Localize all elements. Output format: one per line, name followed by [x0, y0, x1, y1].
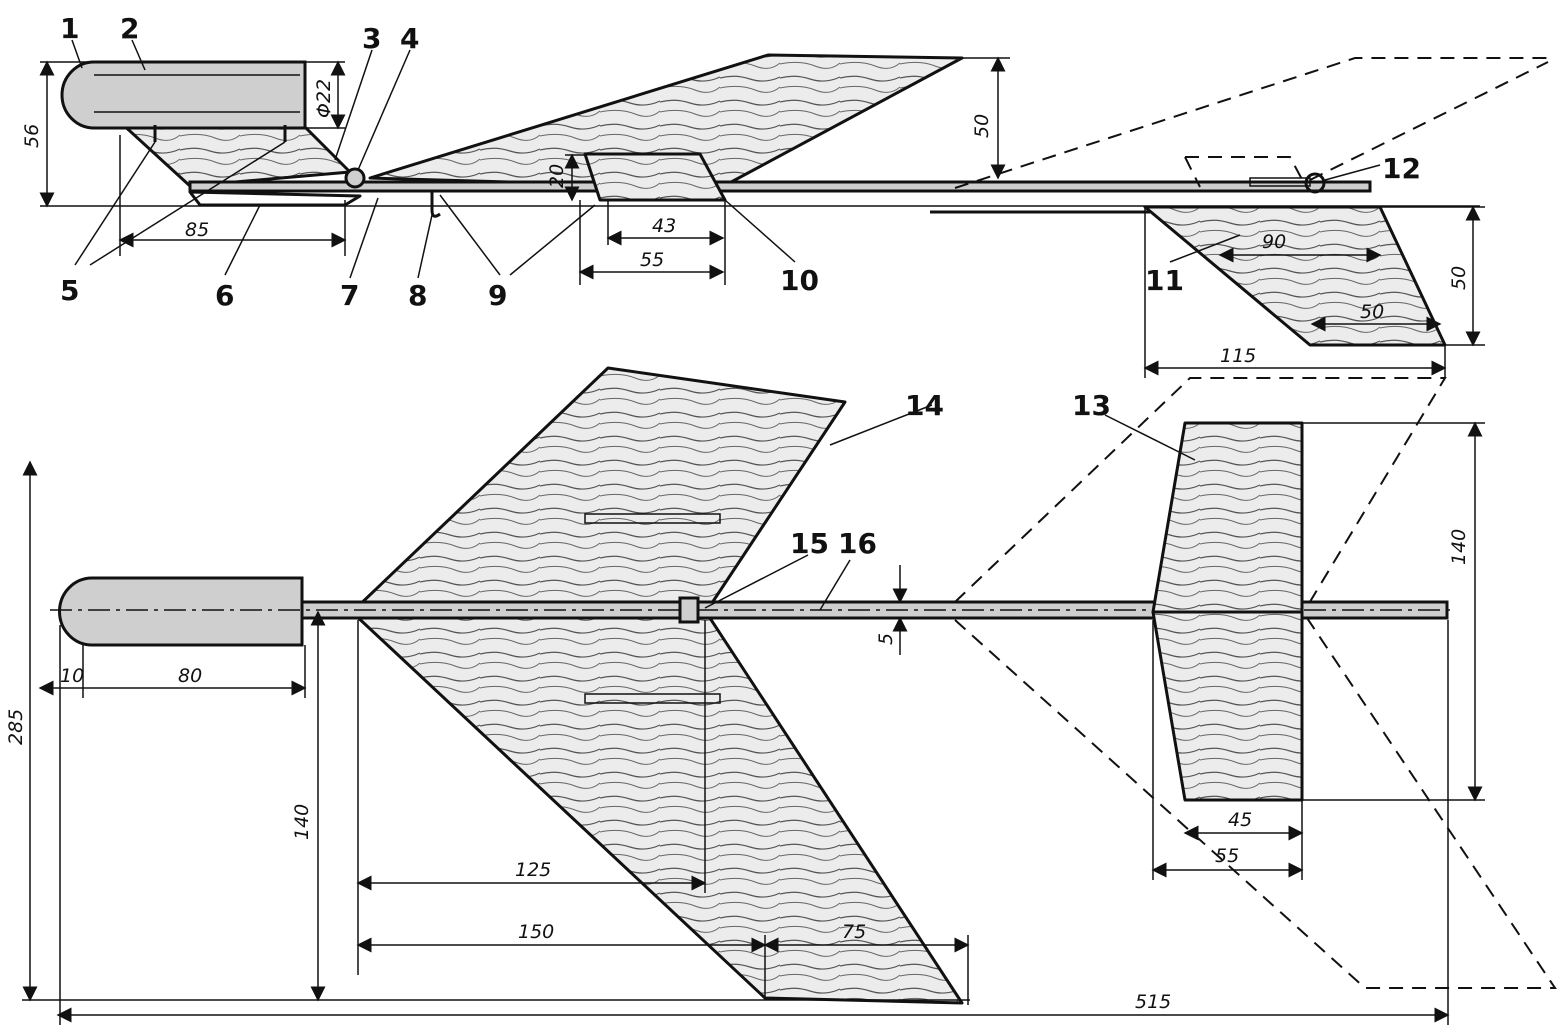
side-end-ring: [1304, 172, 1326, 194]
dimension-values: 56 Φ22 85 50 20 43 55 90 50 50 115 10 80…: [5, 79, 1470, 1013]
top-tailplane-lower: [1151, 610, 1304, 802]
dim-nose-length: 10: [60, 665, 84, 687]
dim-tail-tip-chord: 45: [1228, 809, 1252, 831]
part-label: 4: [400, 22, 419, 55]
dim-ventral-tip: 50: [1360, 301, 1384, 323]
part-label: 16: [838, 527, 877, 560]
dim-total-span: 285: [5, 709, 27, 745]
part-label: 15: [790, 527, 829, 560]
side-boom: [188, 180, 1372, 193]
part-label: 12: [1382, 152, 1421, 185]
top-dimension-lines: [22, 421, 1485, 1025]
dim-wing-chord-inner: 125: [515, 859, 551, 881]
part-label: 1: [60, 12, 79, 45]
dim-wing-half-span: 140: [291, 804, 313, 840]
top-view: [50, 366, 1557, 1005]
dim-total-length: 515: [1135, 991, 1171, 1013]
part-label: 14: [905, 389, 944, 422]
dim-wing-chord-root: 150: [518, 921, 554, 943]
dim-stab-mount-height: 20: [546, 164, 568, 188]
part-label: 9: [488, 279, 507, 312]
side-view: [40, 53, 1550, 347]
part-labels: 1 2 3 4 5 6 7 8 9 10 11 12 13 14 15 16: [60, 12, 1421, 560]
side-joint: [344, 167, 366, 189]
dim-fin-height: 50: [971, 114, 993, 138]
part-label: 2: [120, 12, 139, 45]
dim-tail-root-chord: 55: [1215, 845, 1239, 867]
top-mount-block: [678, 596, 700, 624]
dim-tail-span: 140: [1448, 529, 1470, 565]
top-engine-body: [58, 576, 304, 647]
top-wing-upper: [350, 366, 847, 614]
part-label: 13: [1072, 389, 1111, 422]
dim-ventral-upper: 90: [1262, 231, 1286, 253]
top-tailplane: [1151, 421, 1304, 614]
part-label: 8: [408, 279, 427, 312]
side-stab-mount: [583, 152, 727, 202]
side-skid: [188, 190, 362, 207]
dim-ventral-base: 115: [1220, 345, 1256, 367]
dim-wing-tip-chord: 75: [842, 921, 866, 943]
dim-ventral-height: 50: [1448, 266, 1470, 290]
part-label: 5: [60, 274, 79, 307]
part-label: 3: [362, 22, 381, 55]
dim-stab-mount-outer: 55: [640, 249, 664, 271]
dim-pylon-length: 85: [185, 219, 209, 241]
part-label: 10: [780, 264, 819, 297]
dim-body-length: 80: [178, 665, 202, 687]
leader-lines: [71, 39, 1381, 611]
side-engine-body: [60, 60, 307, 130]
dim-body-diameter: Φ22: [313, 79, 335, 118]
part-label: 6: [215, 279, 234, 312]
dim-boom-width: 5: [875, 633, 897, 645]
part-label: 7: [340, 279, 359, 312]
dim-side-height: 56: [21, 124, 43, 148]
dim-stab-mount-inner: 43: [652, 215, 676, 237]
part-label: 11: [1145, 264, 1184, 297]
